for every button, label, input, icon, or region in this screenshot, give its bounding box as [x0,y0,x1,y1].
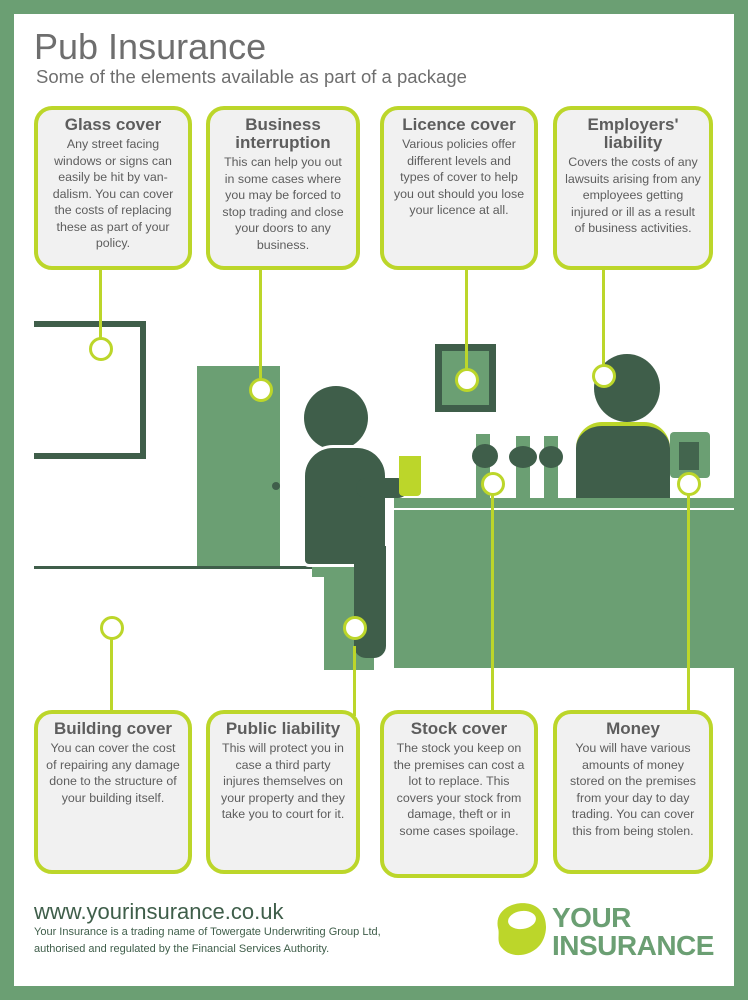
card-business-interruption[interactable]: Business interruption This can help you … [206,106,360,270]
card-title: Employers' liability [587,115,679,152]
connector-glass [99,266,102,349]
connector-building [110,636,113,716]
hotspot-licence-icon[interactable] [455,368,479,392]
hotspot-public-icon[interactable] [343,616,367,640]
website-link[interactable]: www.yourinsurance.co.uk [34,899,284,924]
window-frame-top [34,321,146,327]
brand-line-1: YOUR [552,902,631,933]
connector-stock [491,492,494,716]
card-title: Building cover [53,719,173,738]
page-title: Pub Insurance [34,26,267,67]
beer-pump-1-handle [472,444,498,468]
card-text: The stock you keep on the premises can c… [393,741,525,838]
bar-counter-edge [394,508,734,510]
beer-pump-3-handle [539,446,563,468]
customer-arm [356,478,408,498]
door-knob [272,482,280,490]
hotspot-stock-icon[interactable] [481,472,505,496]
brand-line-2: INSURANCE [552,930,714,961]
card-title: Business interruption [235,115,331,152]
hotspot-building-icon[interactable] [100,616,124,640]
beer-pump-2-handle [509,446,537,468]
hotspot-money-icon[interactable] [677,472,701,496]
card-glass-cover[interactable]: Glass cover Any street facing windows or… [34,106,192,270]
legal-notice: Your Insurance is a trading name of Towe… [34,926,381,955]
bar-counter [394,510,734,668]
customer-body [305,448,385,564]
card-text: Covers the costs of any lawsuits arising… [565,155,701,235]
bar-counter-top [394,498,734,510]
window-frame-bottom [34,453,146,459]
card-building-cover[interactable]: Building cover You can cover the cost of… [34,710,192,874]
hotspot-glass-icon[interactable] [89,337,113,361]
customer-head [304,386,368,450]
card-text: Any street facing windows or signs can e… [52,137,174,250]
cash-register-keys [679,442,699,470]
barman-body [576,422,670,498]
card-employers-liability[interactable]: Employers' liability Covers the costs of… [553,106,713,270]
card-public-liability[interactable]: Public liability This will protect you i… [206,710,360,874]
card-text: Various policies offer different levels … [393,137,525,217]
connector-employers [602,266,605,366]
connector-business [259,266,262,378]
card-title: Licence cover [402,115,516,134]
card-title: Stock cover [410,719,508,738]
brand-logo: YOUR INSURANCE [552,904,714,960]
infographic-frame: Pub Insurance Some of the elements avail… [14,14,734,986]
card-money[interactable]: Money You will have various amounts of m… [553,710,713,874]
connector-licence [465,266,468,369]
hotspot-employers-icon[interactable] [592,364,616,388]
card-text: You will have various amounts of money s… [569,741,697,838]
page-subtitle: Some of the elements available as part o… [36,66,467,87]
card-text: This will protect you in case a third pa… [221,741,345,821]
floor-line [34,566,324,569]
card-licence-cover[interactable]: Licence cover Various policies offer dif… [380,106,538,270]
card-stock-cover[interactable]: Stock cover The stock you keep on the pr… [380,710,538,878]
beer-glass [399,456,421,496]
hotspot-business-icon[interactable] [249,378,273,402]
connector-public [353,646,356,716]
card-title: Glass cover [64,115,162,134]
card-title: Public liability [225,719,341,738]
card-text: This can help you out in some cases wher… [222,155,344,252]
card-text: You can cover the cost of repairing any … [46,741,180,805]
customer-leg [354,546,386,658]
brand-logo-icon [497,903,546,956]
card-title: Money [606,719,660,738]
window-frame-side [140,321,146,459]
connector-money [687,492,690,716]
